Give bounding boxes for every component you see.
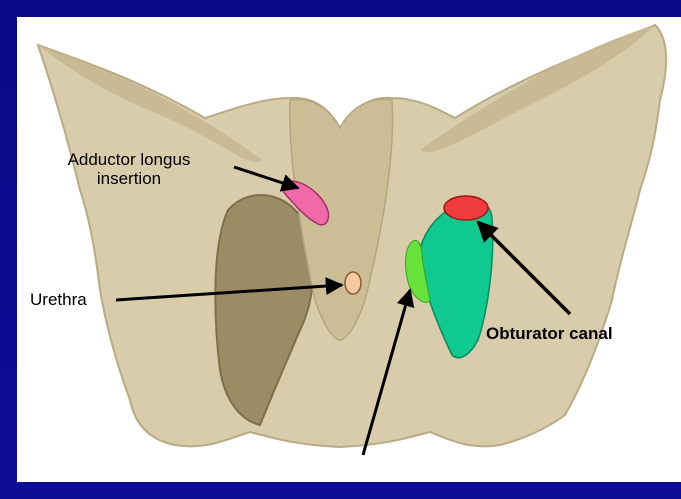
adductor-longus-label: Adductor longus insertion (20, 150, 238, 188)
adductor-label-line2: insertion (20, 169, 238, 188)
adductor-label-line1: Adductor longus (20, 150, 238, 169)
urethra-label: Urethra (30, 290, 87, 309)
obturator-canal-marker (444, 196, 488, 220)
obturator-canal-label: Obturator canal (486, 324, 613, 343)
urethra-marker (345, 272, 361, 294)
